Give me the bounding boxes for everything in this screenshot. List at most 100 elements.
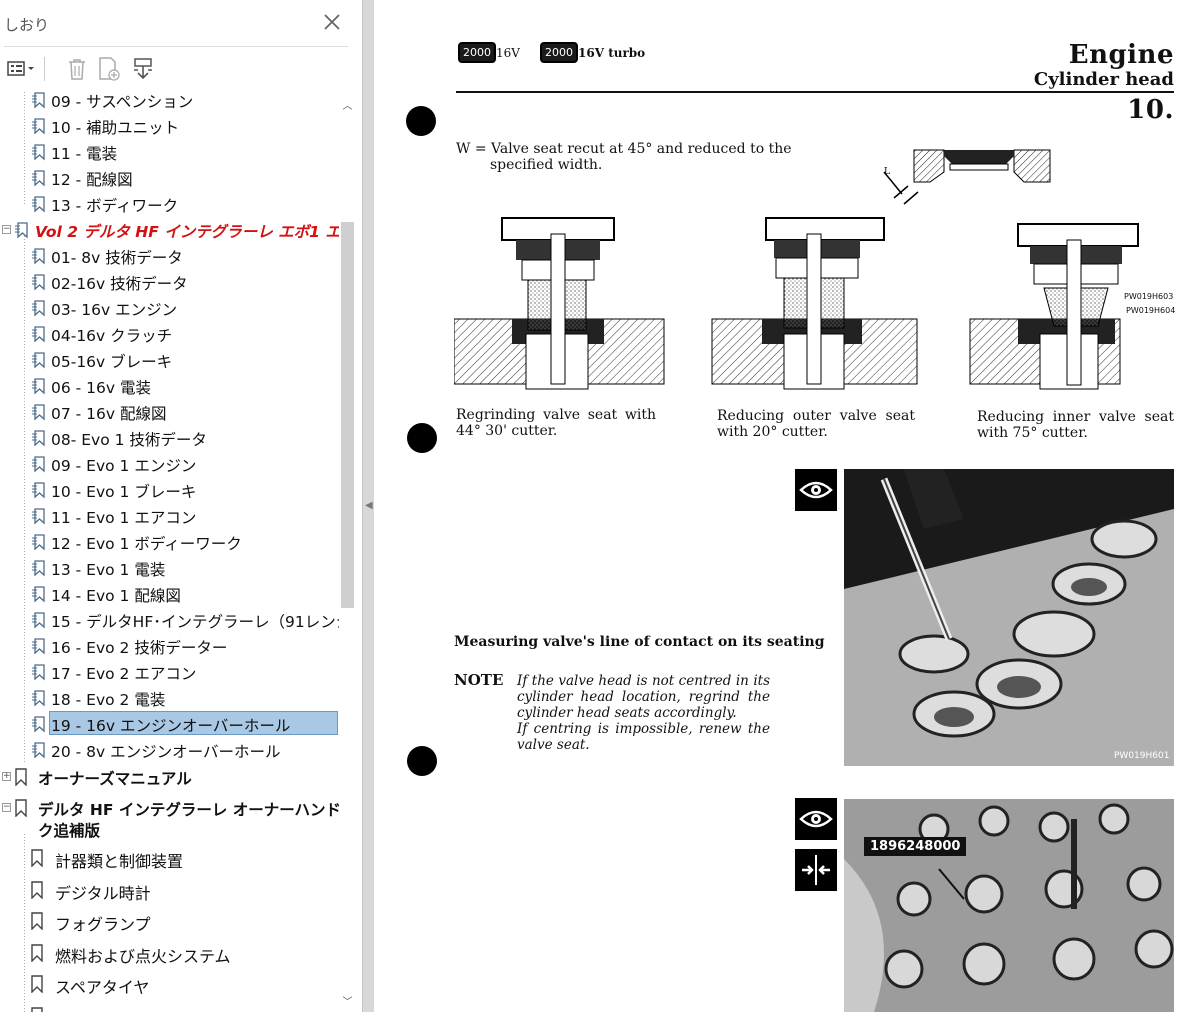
bookmark-item[interactable]: 燃料および点火システム xyxy=(0,940,340,966)
badge-2000-16v-turbo: 2000 16V turbo xyxy=(540,42,645,63)
expand-bookmark-button[interactable] xyxy=(126,55,160,83)
valve-seat-note-line1: W = Valve seat recut at 45° and reduced … xyxy=(456,141,792,157)
bookmark-item[interactable]: スペアタイヤ xyxy=(0,971,340,997)
bookmark-item[interactable]: 15 - デルタHF･インテグラーレ（91レンジ） xyxy=(0,607,340,633)
bookmark-label: 10 - 補助ユニット xyxy=(51,119,180,137)
bookmark-item[interactable]: 17 - Evo 2 エアコン xyxy=(0,659,340,685)
inspect-eye-icon xyxy=(795,798,837,840)
caption-outer-seat: Reducing outer valve seat with 20° cutte… xyxy=(717,408,915,440)
bookmark-item-selected[interactable]: 19 - 16v エンジンオーバーホール xyxy=(0,711,340,737)
bookmark-icon xyxy=(30,637,46,655)
bookmark-item[interactable]: 12 - Evo 1 ボディーワーク xyxy=(0,529,340,555)
bookmark-item[interactable]: 05-16v ブレーキ xyxy=(0,347,340,373)
bookmark-icon xyxy=(30,195,46,213)
cutter-diagram-3 xyxy=(969,223,1139,390)
bookmark-item[interactable]: 18 - Evo 2 電装 xyxy=(0,685,340,711)
bookmark-label: 12 - Evo 1 ボディーワーク xyxy=(51,535,242,553)
bookmark-item[interactable]: 11 - Evo 1 エアコン xyxy=(0,503,340,529)
bookmark-label: フォグランプ xyxy=(55,915,151,934)
badge-suffix: 16V xyxy=(496,45,520,60)
inspect-eye-icon xyxy=(795,469,837,511)
bookmark-icon xyxy=(30,880,46,900)
bookmark-item[interactable]: 13 - ボディワーク xyxy=(0,191,340,217)
caption-line: with 75° cutter. xyxy=(977,425,1088,441)
bookmark-item[interactable]: 12 - 配線図 xyxy=(0,165,340,191)
bookmark-label: 燃料および点火システム xyxy=(55,946,231,966)
bookmark-item[interactable]: 09 - サスペンション xyxy=(0,92,340,113)
bookmark-toolbar xyxy=(4,54,160,84)
bookmark-item[interactable]: 計器類と制御装置 xyxy=(0,845,340,871)
bookmark-label: 15 - デルタHF･インテグラーレ（91レンジ） xyxy=(51,613,340,631)
bookmark-item[interactable]: 16 - Evo 2 技術データー xyxy=(0,633,340,659)
cylinder-head-photo-1 xyxy=(844,469,1174,766)
collapse-toggle-icon[interactable]: − xyxy=(2,224,11,234)
bookmark-item[interactable]: 04-16v クラッチ xyxy=(0,321,340,347)
bookmark-label: 13 - Evo 1 電装 xyxy=(51,561,166,579)
collapse-panel-icon[interactable]: ◀ xyxy=(365,500,373,511)
bookmark-icon xyxy=(30,663,46,681)
bookmark-tree: 09 - サスペンション 10 - 補助ユニット 11 - 電装 12 - 配線図 13… xyxy=(0,92,340,1012)
bookmark-item[interactable]: 13 - Evo 1 電装 xyxy=(0,555,340,581)
scroll-down-arrow-icon[interactable]: ﹀ xyxy=(342,997,353,1008)
bookmark-item[interactable]: 02-16v 技術データ xyxy=(0,269,340,295)
bookmark-icon xyxy=(30,1006,46,1012)
bookmark-item[interactable]: 07 - 16v 配線図 xyxy=(0,399,340,425)
cutter-diagrams xyxy=(454,217,1139,390)
bookmark-item[interactable]: 20 - 8v エンジンオーバーホール xyxy=(0,737,340,763)
new-bookmark-button[interactable] xyxy=(92,55,126,83)
bookmark-label: 20 - 8v エンジンオーバーホール xyxy=(51,743,281,761)
bookmark-item[interactable]: 11 - 電装 xyxy=(0,139,340,165)
bookmark-label: Vol 2 デルタ HF インテグラーレ エボ1 エボ2 xyxy=(35,223,340,241)
close-panel-button[interactable] xyxy=(320,12,344,36)
photo-code: PW019H601 xyxy=(1114,751,1170,761)
bookmark-icon xyxy=(30,689,46,707)
bookmark-label: 11 - 電装 xyxy=(51,145,118,163)
bookmark-icon xyxy=(30,741,46,759)
panel-splitter[interactable] xyxy=(362,0,374,1012)
cutter-diagram-2 xyxy=(711,217,918,390)
bookmark-icon xyxy=(30,943,46,963)
bookmark-label: 11 - Evo 1 エアコン xyxy=(51,509,197,527)
tree-guide xyxy=(24,834,25,1012)
bookmark-item[interactable]: 03- 16v エンジン xyxy=(0,295,340,321)
caption-line: Reducing outer valve seat xyxy=(717,408,915,424)
bookmark-item-partial[interactable] xyxy=(0,1003,340,1012)
bookmark-item[interactable]: 10 - 補助ユニット xyxy=(0,113,340,139)
bookmark-label: 18 - Evo 2 電装 xyxy=(51,691,166,709)
note-text: If the valve head is not centred in its … xyxy=(517,673,770,753)
scroll-thumb[interactable] xyxy=(341,222,354,608)
note-line: cylinder head location, regrind the xyxy=(517,689,770,705)
bookmark-icon xyxy=(30,351,46,369)
bookmark-item[interactable]: デジタル時計 xyxy=(0,877,340,903)
bookmark-icon xyxy=(30,247,46,265)
bookmark-label: ク追補版 xyxy=(38,822,101,840)
bookmark-item[interactable]: 01- 8v 技術データ xyxy=(0,243,340,269)
bookmark-item[interactable]: 06 - 16v 電装 xyxy=(0,373,340,399)
bookmark-item[interactable]: 08- Evo 1 技術データ xyxy=(0,425,340,451)
expand-toggle-icon[interactable]: + xyxy=(2,771,11,781)
options-menu-button[interactable] xyxy=(4,55,38,83)
bookmark-group-handbook[interactable]: −デルタ HF インテグラーレ オーナーハンドブック追補版 xyxy=(0,795,340,840)
caption-line: Regrinding valve seat with xyxy=(456,407,656,423)
bookmark-item[interactable]: フォグランプ xyxy=(0,908,340,934)
collapse-toggle-icon[interactable]: − xyxy=(2,802,11,812)
caption-line: 44° 30' cutter. xyxy=(456,423,558,439)
bookmark-scrollbar[interactable]: ︿ ﹀ xyxy=(339,92,356,1012)
bookmark-label: 13 - ボディワーク xyxy=(51,197,179,215)
badge-2000-16v: 2000 16V xyxy=(458,42,520,63)
bookmark-icon xyxy=(30,169,46,187)
tree-guide xyxy=(24,92,25,204)
bookmark-item[interactable]: 10 - Evo 1 ブレーキ xyxy=(0,477,340,503)
compress-tool-icon xyxy=(795,849,837,891)
bookmark-icon xyxy=(30,507,46,525)
delete-bookmark-button[interactable] xyxy=(62,55,92,83)
bookmark-icon xyxy=(30,481,46,499)
scroll-up-arrow-icon[interactable]: ︿ xyxy=(342,101,353,112)
bookmark-item[interactable]: 09 - Evo 1 エンジン xyxy=(0,451,340,477)
bookmark-group-owners-manual[interactable]: +オーナーズマニュアル xyxy=(0,764,340,790)
engine-badge: 2000 xyxy=(458,42,496,63)
bookmark-label: 09 - Evo 1 エンジン xyxy=(51,457,197,475)
bookmark-item[interactable]: 14 - Evo 1 配線図 xyxy=(0,581,340,607)
bookmark-group-vol2[interactable]: − Vol 2 デルタ HF インテグラーレ エボ1 エボ2 xyxy=(0,217,340,243)
page-title: Engine xyxy=(1068,40,1174,70)
